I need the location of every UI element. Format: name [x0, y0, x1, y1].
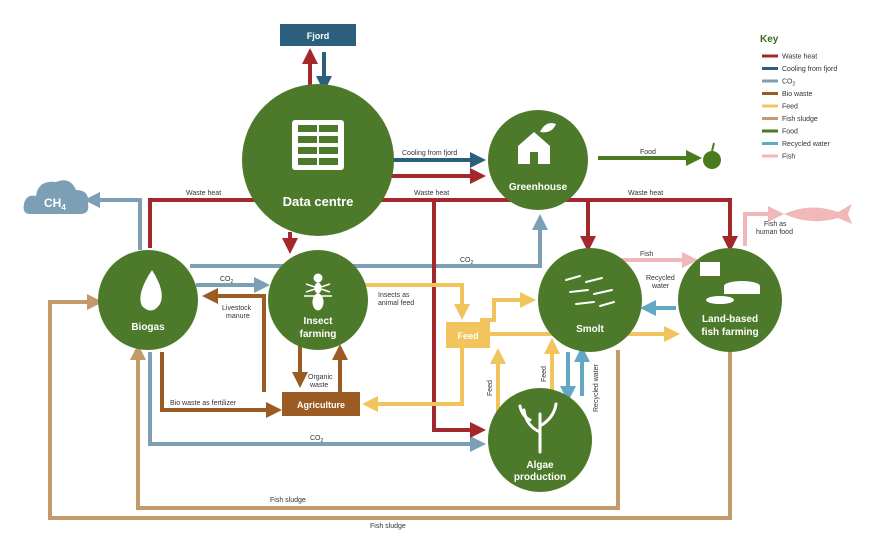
legend-title: Key — [760, 34, 779, 45]
legend-label: Fish sludge — [782, 116, 818, 123]
label-recycled-water-2: water — [651, 283, 670, 290]
algae-label-2: production — [514, 472, 566, 483]
flow-co2-biogas-to-ch4 — [84, 192, 142, 250]
label-co2-top: CO2 — [460, 257, 474, 266]
label-organic-waste-1: Organic — [308, 374, 333, 381]
label-organic-waste-2: waste — [309, 382, 328, 389]
legend-item: Fish sludge — [762, 116, 818, 123]
flow-co2-bottom — [148, 352, 486, 452]
label-fish-human-food-1: Fish as — [764, 221, 787, 228]
node-biogas: Biogas — [98, 250, 198, 350]
label-insects-feed-1: Insects as — [378, 292, 410, 299]
node-greenhouse: Greenhouse — [488, 110, 588, 210]
salmon-icon — [784, 204, 852, 224]
legend-label: Food — [782, 129, 798, 136]
flow-fish-sludge-inner — [130, 344, 620, 510]
label-co2-biogas: CO2 — [220, 276, 234, 285]
flow-livestock-manure — [202, 288, 266, 392]
legend-label: Bio waste — [782, 91, 812, 98]
label-recycled-water-1: Recycled — [646, 275, 675, 282]
label-bio-waste-fertilizer: Bio waste as fertilizer — [170, 400, 237, 407]
agriculture-label: Agriculture — [297, 400, 345, 410]
label-insects-feed-2: animal feed — [378, 300, 414, 307]
legend-item: Bio waste — [762, 91, 812, 98]
label-fish-sludge-2: Fish sludge — [370, 523, 406, 530]
flow-feed-to-agriculture — [362, 348, 464, 412]
node-data-centre: Data centre — [242, 84, 394, 236]
flow-bio-fertilizer — [160, 352, 282, 418]
label-fish-sludge-1: Fish sludge — [270, 497, 306, 504]
node-feed: Feed — [446, 322, 490, 348]
legend-label: Waste heat — [782, 54, 817, 61]
node-land-based-fish-farming: Land-based fish farming — [678, 248, 782, 352]
server-rack-icon — [292, 120, 344, 170]
house-leaf-icon — [518, 123, 556, 164]
drop-icon — [140, 270, 162, 311]
flow-feed-to-smolt — [480, 292, 536, 322]
label-waste-heat-right: Waste heat — [628, 190, 663, 197]
seaweed-icon — [518, 402, 558, 454]
label-feed-vertical-2: Feed — [541, 366, 548, 382]
flow-co2-to-greenhouse — [190, 214, 548, 268]
label-food: Food — [640, 149, 656, 156]
node-ch4-cloud: CH4 — [23, 180, 89, 214]
label-co2-bottom: CO2 — [310, 435, 324, 444]
legend-item: Cooling from fjord — [762, 66, 837, 73]
legend-label: Feed — [782, 104, 798, 111]
label-recycled-water-vertical: Recycled water — [593, 363, 600, 412]
label-fish-human-food-2: human food — [756, 229, 793, 236]
label-cooling-from-fjord: Cooling from fjord — [402, 150, 457, 157]
label-livestock-manure-2: manure — [226, 313, 250, 320]
apple-icon — [703, 142, 721, 169]
flow-fish-human-food — [743, 206, 784, 246]
feed-label: Feed — [457, 331, 478, 341]
node-insect-farming: Insect farming — [268, 250, 368, 350]
label-feed-vertical-1: Feed — [487, 380, 494, 396]
flow-waste-heat-main — [148, 198, 738, 252]
land-fish-label-2: fish farming — [701, 327, 758, 338]
ant-icon — [304, 273, 332, 311]
smolt-label: Smolt — [576, 324, 604, 335]
insect-farming-label-2: farming — [300, 329, 337, 340]
legend-item: CO2 — [762, 79, 796, 88]
algae-label-1: Algae — [526, 460, 554, 471]
insect-farming-label-1: Insect — [304, 316, 334, 327]
legend-item: Feed — [762, 104, 798, 111]
legend-label: Cooling from fjord — [782, 66, 837, 73]
legend-label: CO2 — [782, 79, 796, 88]
flow-fish-sludge-outer — [48, 294, 732, 520]
flow-waste-heat-to-algae — [432, 200, 486, 438]
land-fish-label-1: Land-based — [702, 314, 758, 325]
legend-item: Fish — [762, 154, 795, 161]
ch4-label: CH4 — [44, 196, 66, 212]
greenhouse-label: Greenhouse — [509, 182, 568, 193]
biogas-label: Biogas — [131, 322, 165, 333]
fish-tank-icon — [700, 262, 760, 304]
data-centre-label: Data centre — [283, 194, 354, 209]
label-waste-heat-mid: Waste heat — [414, 190, 449, 197]
legend-item: Recycled water — [762, 141, 831, 148]
node-fjord: Fjord — [280, 24, 356, 46]
legend-label: Fish — [782, 154, 795, 161]
label-waste-heat-left: Waste heat — [186, 190, 221, 197]
flow-insects-to-feed — [352, 283, 470, 320]
node-algae-production: Algae production — [488, 388, 592, 492]
fjord-label: Fjord — [307, 31, 330, 41]
node-smolt: Smolt — [538, 248, 642, 352]
legend-item: Waste heat — [762, 54, 817, 61]
node-agriculture: Agriculture — [282, 392, 360, 416]
label-livestock-manure-1: Livestock — [222, 305, 252, 312]
legend-item: Food — [762, 129, 798, 136]
fish-school-icon — [565, 275, 615, 307]
legend-label: Recycled water — [782, 141, 831, 148]
label-fish: Fish — [640, 251, 653, 258]
